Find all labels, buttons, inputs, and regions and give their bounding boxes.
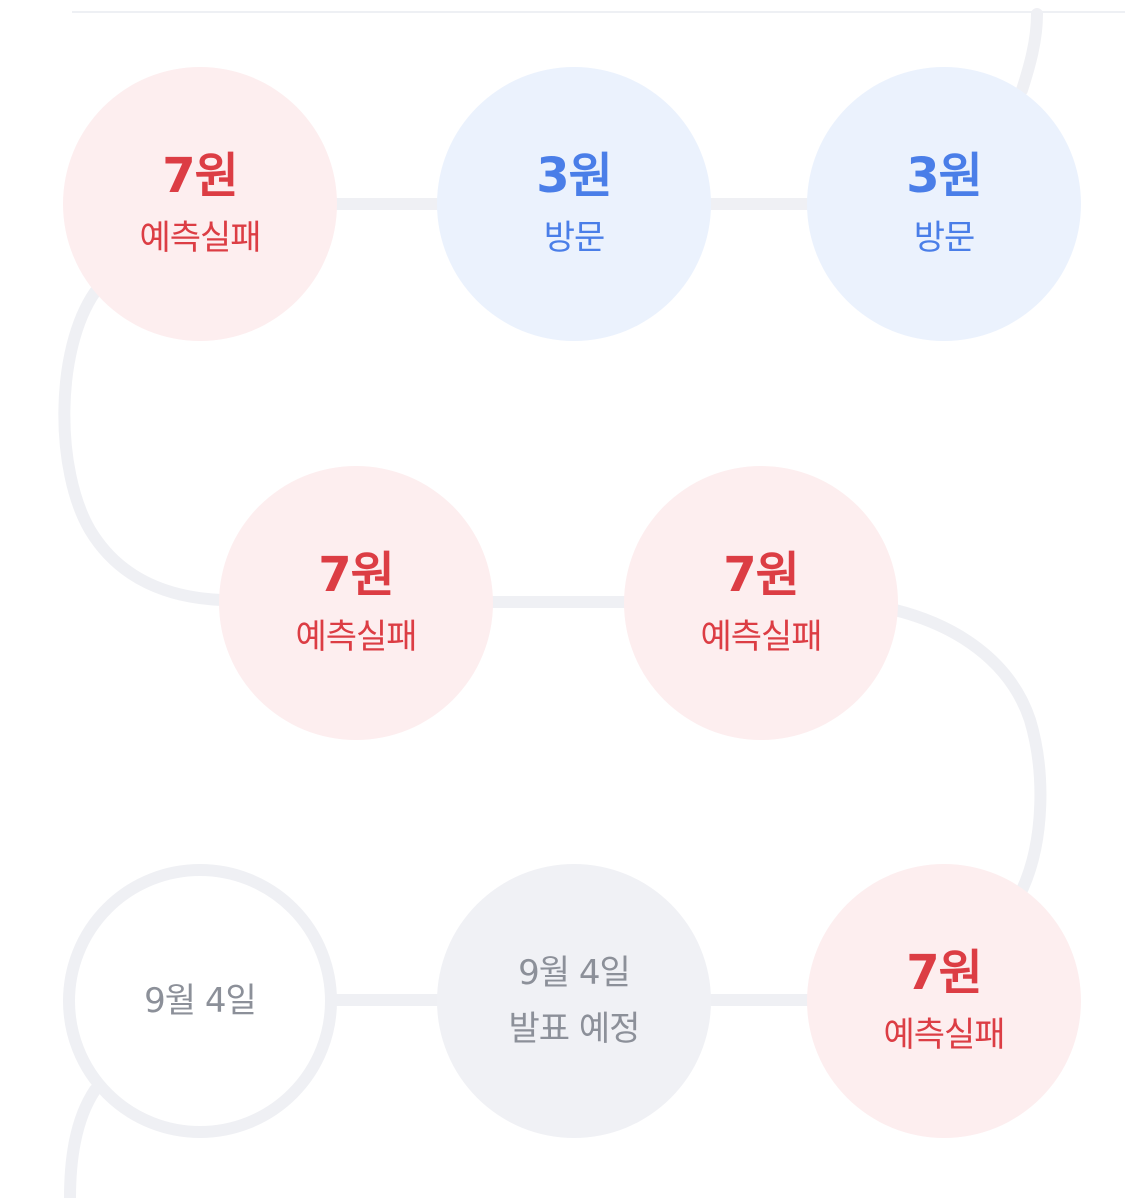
timeline-node-pending[interactable]: 9월 4일 발표 예정 <box>437 864 711 1138</box>
node-status: 예측실패 <box>883 1015 1005 1055</box>
node-status: 방문 <box>543 218 606 258</box>
node-status: 예측실패 <box>700 617 822 657</box>
node-status: 예측실패 <box>139 218 261 258</box>
node-status: 방문 <box>913 218 976 258</box>
node-amount: 7원 <box>906 945 983 1001</box>
timeline-node-2[interactable]: 3원 방문 <box>437 67 711 341</box>
node-amount: 7원 <box>162 148 239 204</box>
node-amount: 7원 <box>318 547 395 603</box>
top-divider <box>72 11 1125 13</box>
node-date: 9월 4일 <box>144 981 257 1021</box>
node-status: 예측실패 <box>295 617 417 657</box>
node-amount: 7원 <box>723 547 800 603</box>
node-announcement: 발표 예정 <box>508 1009 641 1049</box>
timeline-node-1[interactable]: 7원 예측실패 <box>63 67 337 341</box>
node-amount: 3원 <box>906 148 983 204</box>
timeline-node-3[interactable]: 3원 방문 <box>807 67 1081 341</box>
node-date: 9월 4일 <box>518 953 631 993</box>
timeline-node-6[interactable]: 7원 예측실패 <box>807 864 1081 1138</box>
timeline-node-4[interactable]: 7원 예측실패 <box>219 466 493 740</box>
timeline-node-5[interactable]: 7원 예측실패 <box>624 466 898 740</box>
node-amount: 3원 <box>536 148 613 204</box>
timeline-node-upcoming[interactable]: 9월 4일 <box>63 864 337 1138</box>
